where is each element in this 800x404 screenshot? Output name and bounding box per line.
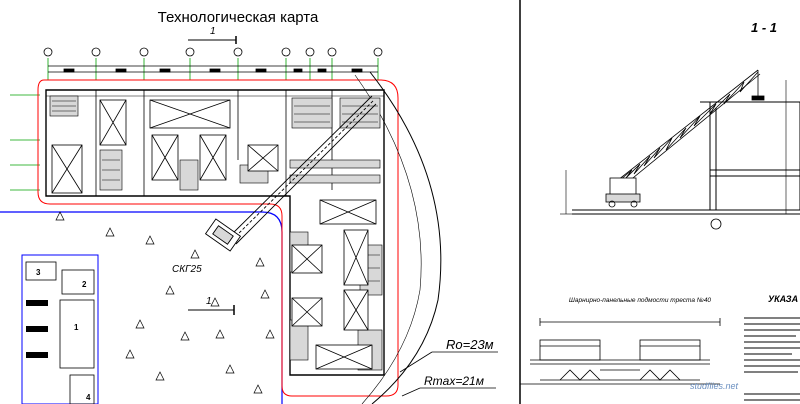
radius-r0-label: Ro=23м <box>446 337 494 352</box>
crane-elevation <box>605 69 765 208</box>
zone-number-2: 2 <box>82 280 87 289</box>
section-mark-top: 1 <box>188 26 237 44</box>
building-outline <box>45 89 385 376</box>
scaffold-caption: Шарнирно-панельные подмости треста №40 <box>569 296 712 304</box>
panel-stack-lines <box>52 100 380 282</box>
crane-zone <box>37 79 399 397</box>
dimension-chain <box>48 65 378 73</box>
plan-view: Технологическая карта 1 <box>0 9 498 404</box>
crane-label: СКГ25 <box>172 264 202 275</box>
danger-zone-arc-inner <box>354 74 422 404</box>
crane-plan <box>204 95 377 252</box>
section-mark-top-label: 1 <box>210 26 216 37</box>
section-title: 1 - 1 <box>751 20 777 35</box>
crane-cab <box>609 177 637 197</box>
section-mark-bottom-label: 1 <box>206 296 212 307</box>
radius-rmax-label: Rmax=21м <box>424 374 484 388</box>
danger-zone-arc <box>369 71 442 404</box>
section-dimension <box>560 80 792 215</box>
section-mark-bottom: 1 <box>188 296 235 315</box>
building-section <box>700 101 800 211</box>
instruction-lines <box>744 317 800 401</box>
storage-area: 3 2 1 4 <box>21 254 99 404</box>
watermark: studfiles.net <box>690 381 739 391</box>
section-axis-bubble <box>710 218 722 230</box>
grid-axes <box>10 58 379 191</box>
zone-number-1: 1 <box>74 323 79 332</box>
scaffold-drawing <box>520 318 721 385</box>
crossed-boxes <box>51 99 377 370</box>
section-view: 1 - 1 <box>520 20 800 401</box>
zone-number-4: 4 <box>86 393 91 402</box>
ground-line <box>572 209 800 215</box>
radius-callouts <box>399 351 498 397</box>
sheet-title: Технологическая карта <box>158 9 319 26</box>
instructions-heading: УКАЗА <box>768 294 798 304</box>
zone-number-3: 3 <box>36 268 41 277</box>
axis-bubbles <box>43 47 383 57</box>
ground-markers <box>55 211 275 394</box>
